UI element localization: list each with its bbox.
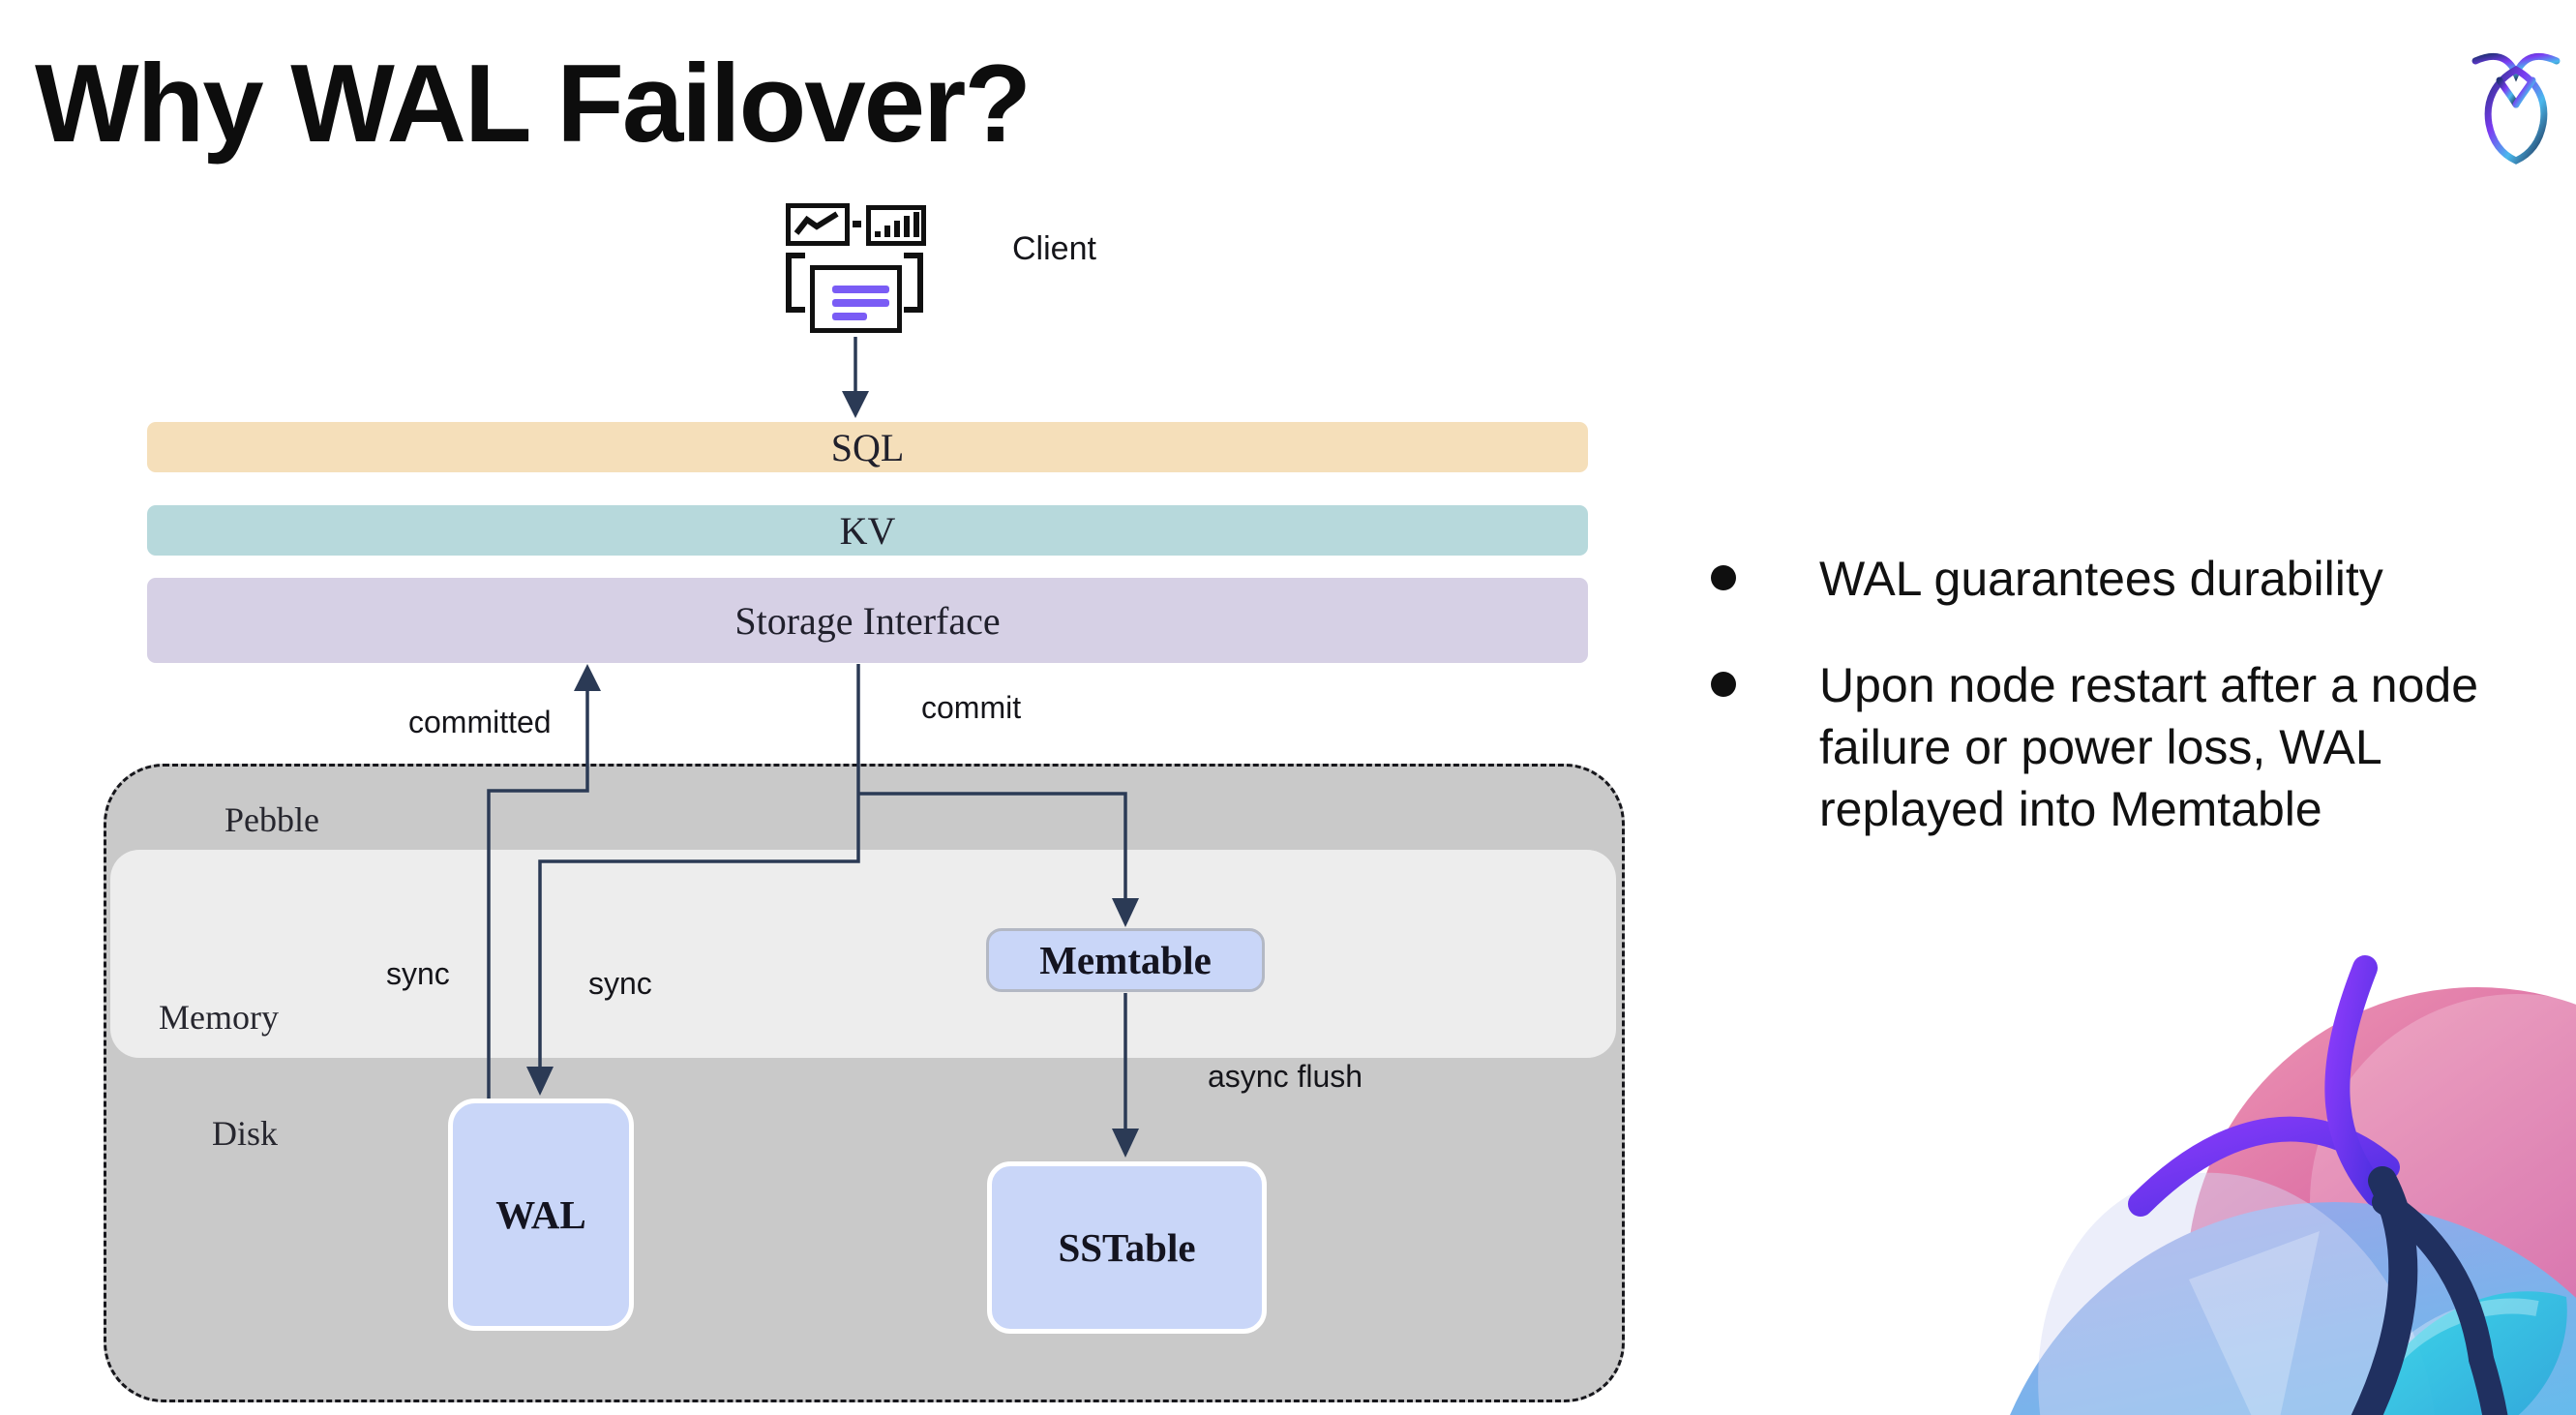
sync-right-edge-label: sync [588,966,652,1001]
page-title: Why WAL Failover? [35,43,1032,166]
arrowhead-down [842,391,869,418]
doc-text-line [832,286,889,293]
right-bracket-icon [904,253,923,313]
memtable-node: Memtable [986,928,1265,992]
bullet-item: Upon node restart after a node failure o… [1711,654,2562,840]
cockroach-logo-icon [2470,45,2562,165]
disk-label: Disk [212,1114,279,1153]
left-bracket-icon [786,253,805,313]
layer-kv: KV [147,505,1588,556]
layer-sql: SQL [147,422,1588,472]
dash-connector [853,221,861,227]
commit-edge-label: commit [921,690,1022,725]
doc-text-line [832,313,867,320]
committed-edge-label: committed [408,705,552,739]
doc-text-line [832,299,889,307]
layer-storage-interface: Storage Interface [147,578,1588,663]
memory-label: Memory [159,998,279,1037]
sstable-node-label: SSTable [1058,1225,1196,1270]
document-icon [810,265,902,333]
async-flush-edge-label: async flush [1208,1059,1363,1094]
line-chart-icon [786,203,850,246]
layer-storage-label: Storage Interface [734,598,1001,643]
pebble-label: Pebble [225,800,319,839]
bar-chart-icon [866,205,926,246]
decorative-graphic [1899,912,2576,1415]
bullet-item: WAL guarantees durability [1711,548,2562,610]
layer-sql-label: SQL [830,425,905,469]
bullet-dot [1711,672,1736,697]
memory-band [110,850,1616,1058]
memtable-node-label: Memtable [1039,938,1212,982]
sstable-node: SSTable [987,1161,1267,1334]
wal-node-label: WAL [495,1192,586,1237]
sync-left-edge-label: sync [386,956,450,991]
wal-node: WAL [448,1099,634,1331]
bullet-text: WAL guarantees durability [1819,552,2383,606]
bullet-text: Upon node restart after a node failure o… [1819,658,2479,836]
bullet-dot [1711,565,1736,590]
arrowhead-up [574,664,601,691]
client-label: Client [1012,230,1096,267]
layer-kv-label: KV [839,508,896,553]
